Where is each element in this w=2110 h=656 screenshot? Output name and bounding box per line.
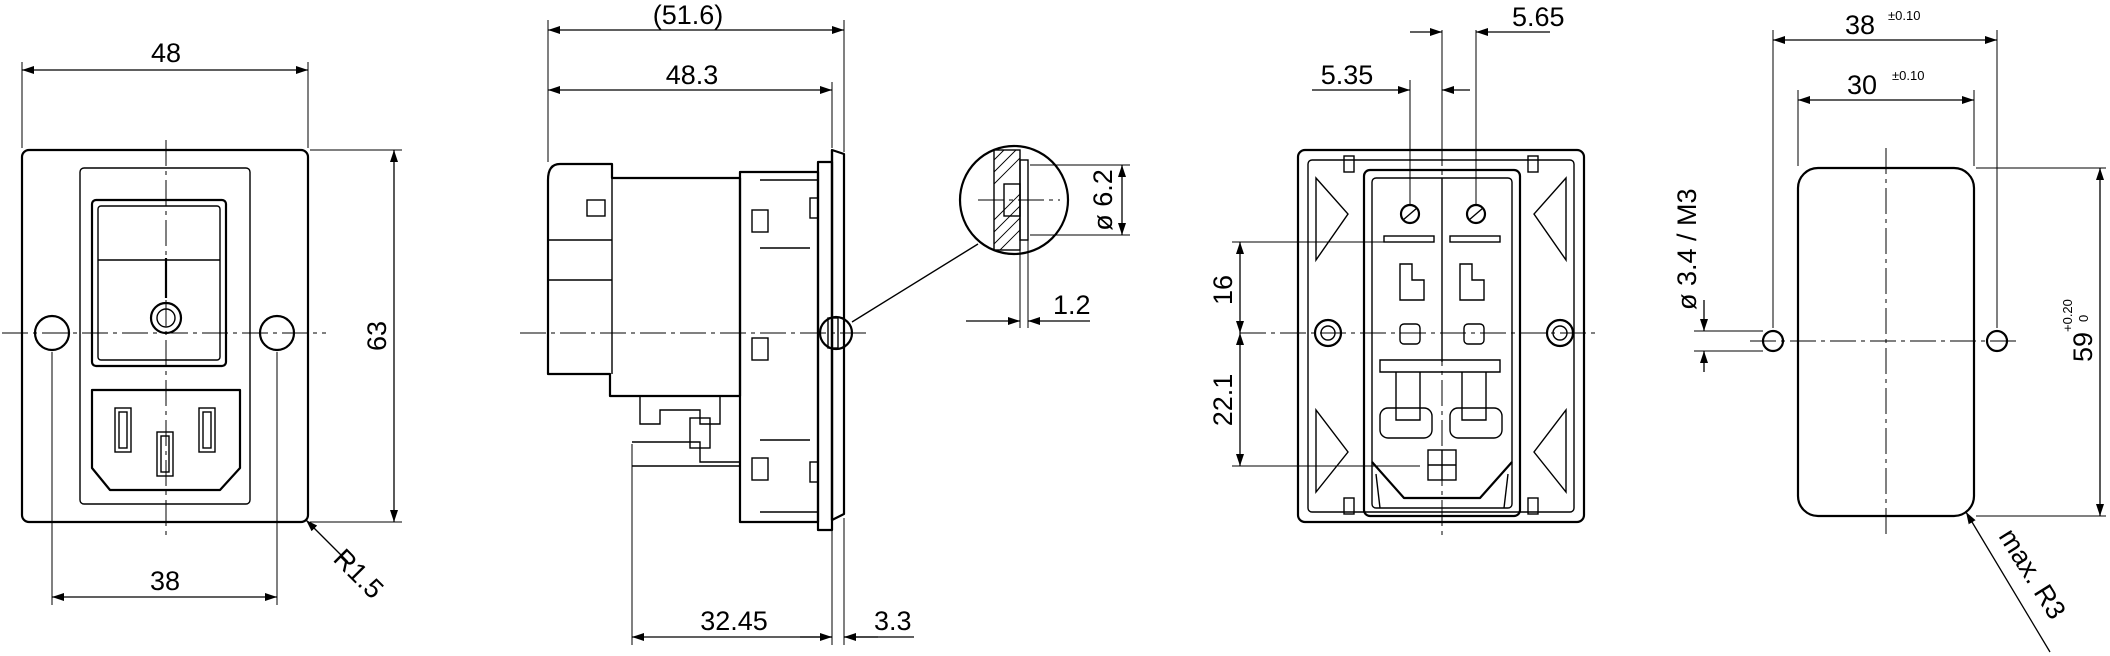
cutout-height-tolerance-lower: 0 — [2076, 315, 2091, 322]
cutout-inner-width-label: 30 — [1847, 70, 1877, 100]
side-flange-label: 3.3 — [874, 606, 912, 636]
rear-upper-label: 16 — [1208, 275, 1238, 305]
cutout-hole-label: ø 3.4 / M3 — [1672, 188, 1702, 310]
cutout-height-tolerance-upper: +0.20 — [2060, 299, 2075, 332]
side-panel-thickness-label: 1.2 — [1053, 290, 1091, 320]
side-overall-depth-label: (51.6) — [653, 0, 724, 30]
front-width-label: 48 — [151, 38, 181, 68]
front-height-label: 63 — [362, 321, 392, 351]
front-radius-label: R1.5 — [328, 543, 390, 605]
iec-inlet — [90, 388, 242, 492]
rear-left-offset-label: 5.35 — [1321, 60, 1374, 90]
cutout-radius-label: max. R3 — [1993, 523, 2072, 624]
side-body-depth-label: 48.3 — [666, 60, 719, 90]
front-view: 48 63 38 R1.5 — [2, 38, 402, 605]
rear-right-offset-label: 5.65 — [1512, 2, 1565, 32]
cutout-outer-width-label: 38 — [1845, 10, 1875, 40]
cutout-height-label: 59 — [2068, 332, 2098, 362]
side-rear-depth-label: 32.45 — [700, 606, 768, 636]
rear-lower-label: 22.1 — [1208, 374, 1238, 427]
front-hole-spacing-label: 38 — [150, 566, 180, 596]
rear-view: 5.35 5.65 16 22.1 — [1208, 2, 1600, 535]
cutout-view: 38 ±0.10 30 ±0.10 59 +0.20 0 ø 3.4 / M3 … — [1672, 8, 2106, 653]
side-view: (51.6) 48.3 32.45 3.3 ø 6.2 1.2 — [520, 0, 1130, 645]
cutout-inner-width-tolerance: ±0.10 — [1892, 68, 1924, 83]
cutout-outer-width-tolerance: ±0.10 — [1888, 8, 1920, 23]
detail-circle — [958, 144, 1070, 256]
rocker-switch — [90, 198, 228, 368]
side-hole-diameter-label: ø 6.2 — [1088, 169, 1118, 231]
